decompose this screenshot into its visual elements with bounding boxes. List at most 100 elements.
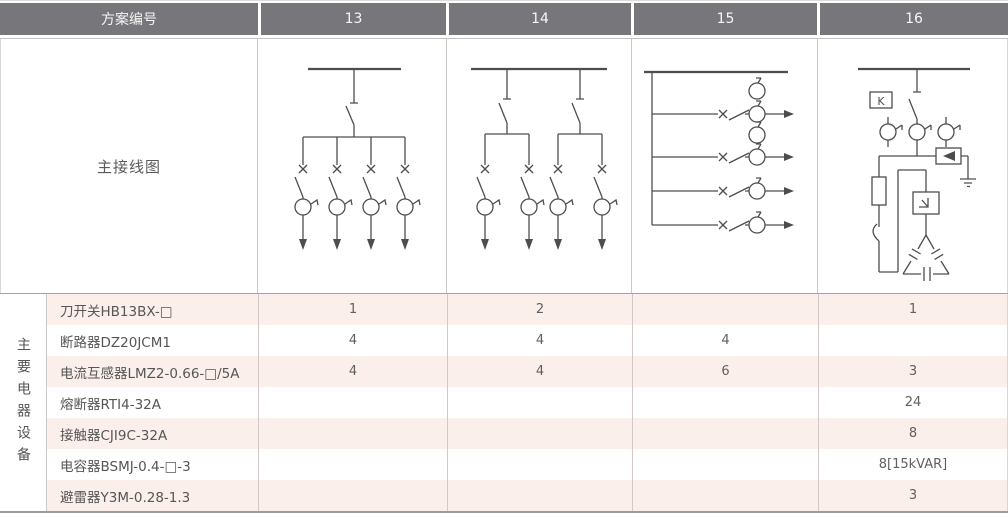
qty-scheme-16: 3 — [818, 480, 1008, 511]
arrow-icon — [367, 239, 375, 250]
knife-switch-icon — [498, 69, 511, 134]
section-vertical-label: 主要电器设备 — [0, 294, 47, 511]
breaker-feeder-icon — [593, 134, 618, 250]
table-header-row: 方案编号 13 14 15 16 — [0, 3, 1008, 35]
equipment-name: 断路器DZ20JCM1 — [47, 325, 258, 356]
equipment-name: 避雷器Y3M-0.28-1.3 — [47, 480, 258, 511]
current-transformer-icon — [396, 198, 414, 216]
qty-scheme-14 — [447, 480, 632, 511]
qty-scheme-15 — [632, 449, 818, 480]
equipment-table: 刀开关HB13BX-□ 1 2 1 断路器DZ20JCM1 4 4 4 电流互感… — [47, 294, 1008, 511]
arrow-icon — [784, 153, 794, 161]
breaker-branch-icon — [652, 177, 794, 200]
scheme-13-diagram — [294, 67, 421, 250]
header-scheme-14: 14 — [449, 3, 631, 35]
arrow-icon — [481, 239, 489, 250]
qty-scheme-16: 24 — [818, 387, 1008, 418]
diagram-cell-15 — [632, 39, 818, 293]
fuse-icon — [871, 156, 887, 227]
equipment-name: 熔断器RTI4-32A — [47, 387, 258, 418]
knife-switch-icon — [571, 69, 584, 134]
qty-scheme-15 — [632, 418, 818, 449]
k-box: K — [869, 91, 893, 109]
diagram-cell-14 — [447, 39, 632, 293]
arrow-icon — [784, 221, 794, 229]
qty-scheme-14: 2 — [447, 294, 632, 325]
qty-scheme-13 — [258, 387, 447, 418]
arrow-icon — [525, 239, 533, 250]
qty-scheme-16 — [818, 325, 1008, 356]
breaker-feeder-icon — [396, 137, 421, 250]
breaker-branch-icon — [652, 143, 794, 166]
qty-scheme-13: 4 — [258, 325, 447, 356]
breaker-feeder-icon — [328, 137, 353, 250]
arrow-icon — [554, 239, 562, 250]
qty-scheme-14: 4 — [447, 356, 632, 387]
qty-scheme-16: 8[15kVAR] — [818, 449, 1008, 480]
current-transformer-icon — [593, 198, 611, 216]
scheme-15-diagram — [644, 70, 794, 234]
current-transformer-icon — [294, 198, 312, 216]
qty-scheme-13 — [258, 418, 447, 449]
current-transformer-icon — [908, 123, 932, 141]
qty-scheme-13 — [258, 449, 447, 480]
breaker-feeder-icon — [549, 134, 574, 250]
qty-scheme-15: 4 — [632, 325, 818, 356]
qty-scheme-15 — [632, 480, 818, 511]
qty-scheme-15 — [632, 387, 818, 418]
spare-ct-icon — [748, 77, 766, 100]
surge-arrester-icon — [935, 147, 969, 179]
diagram-row-label-cell: 主接线图 — [0, 39, 258, 293]
qty-scheme-16: 3 — [818, 356, 1008, 387]
breaker-feeder-icon — [476, 134, 501, 250]
qty-scheme-13 — [258, 480, 447, 511]
diagram-cell-16: K — [818, 39, 1008, 293]
current-transformer-icon — [476, 198, 494, 216]
current-transformer-icon — [520, 198, 538, 216]
arrow-icon — [784, 110, 794, 118]
qty-scheme-14 — [447, 387, 632, 418]
main-wiring-diagram-label: 主接线图 — [96, 157, 161, 176]
current-transformer-icon — [748, 148, 766, 166]
main-wiring-diagram-row: 主接线图 — [0, 38, 1008, 294]
switch-hook-icon — [872, 223, 898, 273]
qty-scheme-14 — [447, 449, 632, 480]
arrow-icon — [598, 239, 606, 250]
diagram-cell-13 — [258, 39, 447, 293]
header-scheme-13: 13 — [261, 3, 446, 35]
current-transformer-icon — [549, 198, 567, 216]
breaker-branch-icon — [652, 211, 794, 234]
qty-scheme-16: 8 — [818, 418, 1008, 449]
arrow-icon — [784, 187, 794, 195]
arrow-icon — [299, 239, 307, 250]
scheme-14-diagram — [471, 67, 618, 250]
equipment-name: 电流互感器LMZ2-0.66-□/5A — [47, 356, 258, 387]
qty-scheme-15 — [632, 294, 818, 325]
current-transformer-icon — [937, 117, 961, 147]
current-transformer-icon — [879, 117, 903, 147]
feeder-branches — [294, 137, 421, 250]
knife-switch-icon — [345, 69, 358, 137]
current-transformer-icon — [328, 198, 346, 216]
table-bottom-border — [0, 511, 1008, 513]
current-transformer-icon — [748, 182, 766, 200]
qty-scheme-16: 1 — [818, 294, 1008, 325]
knife-switch-icon — [908, 69, 921, 124]
equipment-name: 接触器CJI9C-32A — [47, 418, 258, 449]
k-box-label: K — [877, 95, 885, 108]
ground-icon — [960, 178, 976, 188]
equipment-name: 刀开关HB13BX-□ — [47, 294, 258, 325]
qty-scheme-13: 1 — [258, 294, 447, 325]
breaker-branch-icon — [652, 100, 794, 123]
qty-scheme-14: 4 — [447, 325, 632, 356]
header-plan-number: 方案编号 — [0, 3, 258, 35]
header-scheme-15: 15 — [634, 3, 817, 35]
breaker-feeder-icon — [362, 137, 387, 250]
scheme-16-diagram: K — [858, 67, 976, 281]
current-transformer-icon — [748, 216, 766, 234]
current-transformer-icon — [362, 198, 380, 216]
qty-scheme-14 — [447, 418, 632, 449]
capacitor-delta-icon — [902, 234, 950, 281]
header-scheme-16: 16 — [820, 3, 1008, 35]
